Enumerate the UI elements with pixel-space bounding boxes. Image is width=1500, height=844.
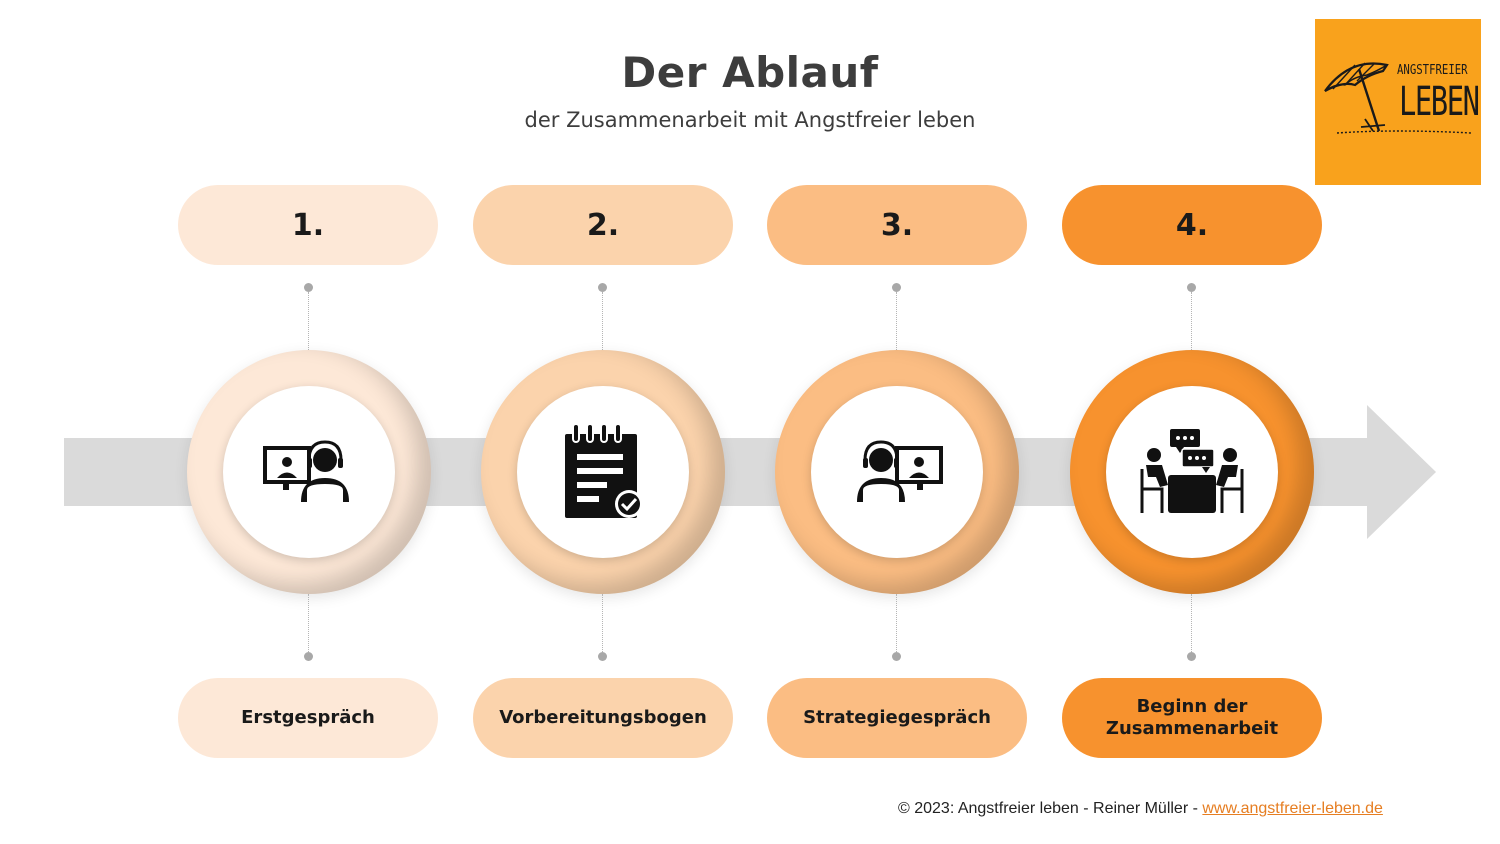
step-3-icon-circle: [811, 386, 983, 558]
step-2-connector-top: [602, 292, 603, 350]
step-1-label: Erstgespräch: [178, 678, 438, 758]
step-3-label: Strategiegespräch: [767, 678, 1027, 758]
umbrella-logo-icon: [1324, 62, 1472, 134]
step-4-icon-circle: [1106, 386, 1278, 558]
step-1-ring: [187, 350, 431, 594]
page-title: Der Ablauf: [621, 48, 879, 97]
step-1-icon-circle: [223, 386, 395, 558]
website-link[interactable]: www.angstfreier-leben.de: [1202, 800, 1383, 817]
step-4-connector-bottom: [1191, 594, 1192, 652]
brand-logo: ANGSTFREIER LEBEN: [1315, 19, 1481, 185]
page-subtitle: der Zusammenarbeit mit Angstfreier leben: [524, 108, 976, 132]
step-2-label: Vorbereitungsbogen: [473, 678, 733, 758]
step-3-connector-bottom: [896, 594, 897, 652]
step-1-dot-bottom: [304, 652, 313, 661]
checklist-icon: [565, 424, 643, 518]
step-4-dot-top: [1187, 283, 1196, 292]
step-1-dot-top: [304, 283, 313, 292]
step-2-connector-bottom: [602, 594, 603, 652]
step-4-connector-top: [1191, 292, 1192, 350]
step-4-label: Beginn der Zusammenarbeit: [1062, 678, 1322, 758]
video-call-icon: [857, 440, 943, 502]
copyright-text: © 2023: Angstfreier leben - Reiner Mülle…: [898, 800, 1203, 817]
step-4-number: 4.: [1062, 185, 1322, 265]
step-1-connector-top: [308, 292, 309, 350]
meeting-icon: [1140, 429, 1244, 513]
video-call-icon: [263, 440, 349, 502]
step-1-number: 1.: [178, 185, 438, 265]
logo-text-bottom: LEBEN: [1399, 79, 1480, 125]
step-4-ring: [1070, 350, 1314, 594]
copyright-footer: © 2023: Angstfreier leben - Reiner Mülle…: [898, 800, 1383, 818]
step-3-connector-top: [896, 292, 897, 350]
step-3-dot-bottom: [892, 652, 901, 661]
step-2-dot-top: [598, 283, 607, 292]
step-4-dot-bottom: [1187, 652, 1196, 661]
step-2-dot-bottom: [598, 652, 607, 661]
logo-text-top: ANGSTFREIER: [1397, 63, 1468, 78]
step-3-ring: [775, 350, 1019, 594]
step-3-dot-top: [892, 283, 901, 292]
step-2-number: 2.: [473, 185, 733, 265]
step-2-ring: [481, 350, 725, 594]
step-2-icon-circle: [517, 386, 689, 558]
step-3-number: 3.: [767, 185, 1027, 265]
step-1-connector-bottom: [308, 594, 309, 652]
